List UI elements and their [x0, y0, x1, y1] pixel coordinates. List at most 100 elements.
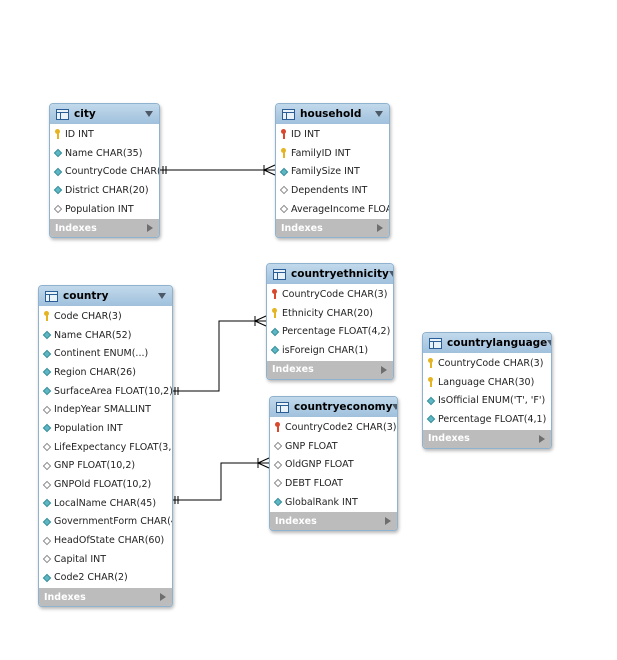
column-row[interactable]: Name CHAR(35) — [50, 144, 159, 163]
column-label: LocalName CHAR(45) — [54, 497, 157, 509]
table-header[interactable]: city — [50, 104, 159, 124]
column-row[interactable]: CountryCode2 CHAR(3) — [270, 418, 397, 437]
table-name: countrylanguage — [447, 337, 548, 349]
not-null-column-icon — [54, 167, 62, 177]
expand-arrow-icon[interactable] — [377, 224, 383, 233]
collapse-caret-icon[interactable] — [158, 293, 166, 299]
column-row[interactable]: IsOfficial ENUM('T', 'F') — [423, 391, 551, 410]
column-label: Population INT — [65, 203, 134, 215]
column-label: District CHAR(20) — [65, 184, 149, 196]
collapse-caret-icon[interactable] — [547, 340, 551, 346]
indexes-section[interactable]: Indexes — [270, 512, 397, 531]
column-label: GNP FLOAT(10,2) — [54, 460, 136, 472]
table-header[interactable]: countrylanguage — [423, 333, 551, 353]
not-null-column-icon — [427, 396, 435, 406]
column-row[interactable]: ID INT — [276, 125, 389, 144]
relationship-country-countryeconomy[interactable] — [171, 462, 269, 501]
column-row[interactable]: IndepYear SMALLINT — [39, 400, 172, 419]
column-row[interactable]: FamilyID INT — [276, 144, 389, 163]
column-row[interactable]: SurfaceArea FLOAT(10,2) — [39, 382, 172, 401]
column-row[interactable]: Code CHAR(3) — [39, 307, 172, 326]
column-row[interactable]: Code2 CHAR(2) — [39, 569, 172, 588]
column-list: Code CHAR(3) Name CHAR(52)Continent ENUM(… — [39, 306, 172, 588]
relationship-country-countryethnicity[interactable] — [171, 320, 266, 392]
column-row[interactable]: GlobalRank INT — [270, 493, 397, 512]
column-row[interactable]: GNP FLOAT — [270, 437, 397, 456]
column-label: Percentage FLOAT(4,1) — [438, 413, 547, 425]
column-row[interactable]: Capital INT — [39, 550, 172, 569]
column-row[interactable]: Ethnicity CHAR(20) — [267, 304, 393, 323]
table-icon — [282, 108, 295, 120]
column-label: Code CHAR(3) — [54, 310, 122, 322]
column-label: LifeExpectancy FLOAT(3,1) — [54, 441, 173, 453]
column-row[interactable]: Language CHAR(30) — [423, 373, 551, 392]
column-row[interactable]: FamilySize INT — [276, 162, 389, 181]
column-row[interactable]: GNPOld FLOAT(10,2) — [39, 475, 172, 494]
column-row[interactable]: LocalName CHAR(45) — [39, 494, 172, 513]
column-row[interactable]: Population INT — [50, 200, 159, 219]
indexes-section[interactable]: Indexes — [423, 429, 551, 448]
column-label: FamilySize INT — [291, 166, 360, 178]
indexes-section[interactable]: Indexes — [276, 219, 389, 238]
column-row[interactable]: AverageIncome FLOAT — [276, 200, 389, 219]
column-label: CountryCode CHAR(3) — [438, 357, 544, 369]
collapse-caret-icon[interactable] — [388, 271, 393, 277]
not-null-column-icon — [43, 573, 51, 583]
column-row[interactable]: CountryCode CHAR(3) — [423, 354, 551, 373]
table-header[interactable]: household — [276, 104, 389, 124]
not-null-column-icon — [271, 345, 279, 355]
column-row[interactable]: Name CHAR(52) — [39, 326, 172, 345]
column-row[interactable]: Region CHAR(26) — [39, 363, 172, 382]
expand-arrow-icon[interactable] — [147, 224, 153, 233]
column-label: Region CHAR(26) — [54, 366, 136, 378]
not-null-column-icon — [427, 414, 435, 424]
indexes-section[interactable]: Indexes — [39, 588, 172, 607]
column-label: FamilyID INT — [291, 147, 351, 159]
column-row[interactable]: Percentage FLOAT(4,1) — [423, 410, 551, 429]
not-null-column-icon — [43, 330, 51, 340]
indexes-section[interactable]: Indexes — [267, 360, 393, 379]
not-null-column-icon — [54, 185, 62, 195]
indexes-label: Indexes — [428, 433, 470, 445]
column-row[interactable]: ID INT — [50, 125, 159, 144]
one-mark-country-countryethnicity — [174, 387, 179, 395]
column-row[interactable]: Population INT — [39, 419, 172, 438]
table-header[interactable]: country — [39, 286, 172, 306]
expand-arrow-icon[interactable] — [385, 517, 391, 526]
column-row[interactable]: LifeExpectancy FLOAT(3,1) — [39, 438, 172, 457]
column-label: CountryCode CHAR(3) — [282, 288, 388, 300]
not-null-column-icon — [54, 148, 62, 158]
indexes-label: Indexes — [275, 515, 317, 527]
expand-arrow-icon[interactable] — [381, 365, 387, 374]
nullable-column-icon — [274, 460, 282, 470]
column-row[interactable]: Dependents INT — [276, 181, 389, 200]
expand-arrow-icon[interactable] — [160, 593, 166, 602]
expand-arrow-icon[interactable] — [539, 434, 545, 443]
collapse-caret-icon[interactable] — [375, 111, 383, 117]
column-row[interactable]: isForeign CHAR(1) — [267, 341, 393, 360]
table-header[interactable]: countryethnicity — [267, 264, 393, 284]
column-row[interactable]: OldGNP FLOAT — [270, 455, 397, 474]
collapse-caret-icon[interactable] — [392, 404, 397, 410]
column-row[interactable]: HeadOfState CHAR(60) — [39, 531, 172, 550]
column-row[interactable]: CountryCode CHAR(3) — [50, 162, 159, 181]
column-row[interactable]: GNP FLOAT(10,2) — [39, 457, 172, 476]
column-row[interactable]: Continent ENUM(...) — [39, 344, 172, 363]
collapse-caret-icon[interactable] — [145, 111, 153, 117]
not-null-column-icon — [43, 367, 51, 377]
column-row[interactable]: Percentage FLOAT(4,2) — [267, 322, 393, 341]
column-row[interactable]: DEBT FLOAT — [270, 474, 397, 493]
column-row[interactable]: GovernmentForm CHAR(45) — [39, 513, 172, 532]
column-label: SurfaceArea FLOAT(10,2) — [54, 385, 173, 397]
column-label: Language CHAR(30) — [438, 376, 535, 388]
table-header[interactable]: countryeconomy — [270, 397, 397, 417]
column-row[interactable]: District CHAR(20) — [50, 181, 159, 200]
column-row[interactable]: CountryCode CHAR(3) — [267, 285, 393, 304]
indexes-section[interactable]: Indexes — [50, 219, 159, 238]
